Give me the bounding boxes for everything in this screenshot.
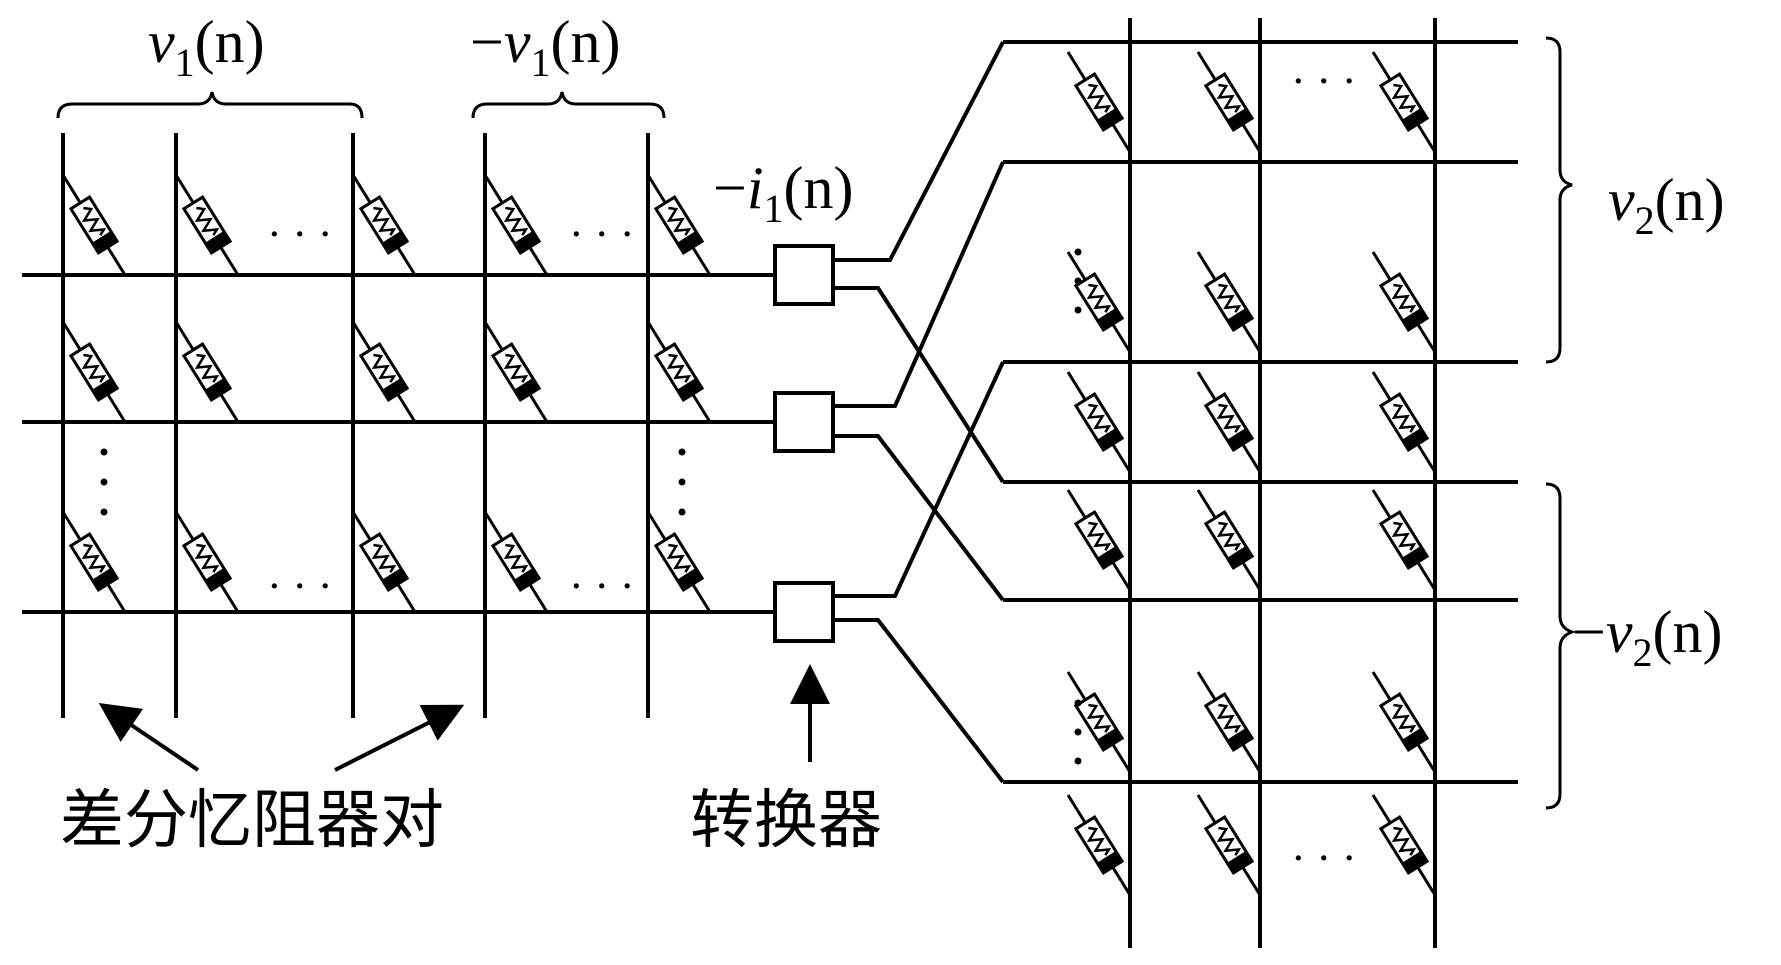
ellipsis-h-4: · · · bbox=[570, 564, 634, 610]
memristor-left-r2-c2 bbox=[174, 321, 240, 423]
converter-box-2 bbox=[773, 391, 835, 453]
brace-neg-v2 bbox=[1545, 482, 1577, 810]
memristor-pair-arrows bbox=[98, 703, 465, 772]
memristor-right-r5-c1 bbox=[1066, 671, 1132, 773]
converter-output-wires bbox=[833, 41, 1005, 784]
memristor-left-r2-c4 bbox=[483, 321, 549, 423]
ellipsis-h-6: · · · bbox=[1292, 836, 1356, 882]
memristor-right-r5-c2 bbox=[1196, 671, 1262, 773]
memristor-right-r4-c1 bbox=[1066, 489, 1132, 591]
right-memristor-array bbox=[1066, 51, 1437, 896]
memristor-right-r2-c2 bbox=[1196, 251, 1262, 353]
ellipsis-h-3: · · · bbox=[268, 564, 332, 610]
memristor-right-r3-c2 bbox=[1196, 371, 1262, 473]
right-column-wires bbox=[1128, 18, 1437, 948]
memristor-left-r2-c5 bbox=[646, 321, 712, 423]
memristor-right-r4-c2 bbox=[1196, 489, 1262, 591]
label-v1: v1(n) bbox=[148, 9, 265, 85]
memristor-left-r3-c3 bbox=[351, 511, 417, 613]
memristor-left-r1-c1 bbox=[61, 174, 127, 276]
memristor-right-r1-c1 bbox=[1066, 51, 1132, 153]
memristor-right-r2-c1 bbox=[1066, 251, 1132, 353]
converter-box-3 bbox=[773, 581, 835, 643]
converters bbox=[773, 244, 835, 643]
memristor-right-r3-c3 bbox=[1371, 371, 1437, 473]
label-neg-v1: −v1(n) bbox=[470, 9, 620, 85]
memristor-right-r6-c1 bbox=[1066, 794, 1132, 896]
left-vertical-dots bbox=[100, 448, 686, 516]
memristor-right-r1-c2 bbox=[1196, 51, 1262, 153]
memristor-right-r6-c2 bbox=[1196, 794, 1262, 896]
memristor-left-r3-c5 bbox=[646, 511, 712, 613]
memristor-left-r1-c2 bbox=[174, 174, 240, 276]
label-neg-v2: −v2(n) bbox=[1572, 599, 1722, 675]
memristor-right-r6-c3 bbox=[1371, 794, 1437, 896]
memristor-right-r1-c3 bbox=[1371, 51, 1437, 153]
left-memristor-array bbox=[61, 174, 712, 613]
memristor-left-r1-c4 bbox=[483, 174, 549, 276]
brace-v1 bbox=[56, 91, 364, 119]
brace-neg-v1 bbox=[471, 91, 666, 119]
converter-label: 转换器 bbox=[690, 784, 882, 858]
memristor-right-r2-c3 bbox=[1371, 251, 1437, 353]
ellipsis-h-2: · · · bbox=[570, 212, 634, 258]
left-row-wires bbox=[22, 273, 775, 614]
converter-box-1 bbox=[773, 244, 835, 306]
arrow-to-right-pair bbox=[334, 704, 465, 772]
right-ellipses: · · · · · · bbox=[1292, 59, 1356, 882]
memristor-pair-label: 差分忆阻器对 bbox=[60, 784, 444, 858]
memristor-right-r5-c3 bbox=[1371, 671, 1437, 773]
left-column-wires bbox=[61, 133, 650, 718]
label-v2: v2(n) bbox=[1608, 167, 1725, 243]
memristor-left-r2-c1 bbox=[61, 321, 127, 423]
left-ellipses: · · · · · · · · · · · · bbox=[268, 212, 634, 610]
memristor-right-r3-c1 bbox=[1066, 371, 1132, 473]
memristor-right-r4-c3 bbox=[1371, 489, 1437, 591]
ellipsis-h-1: · · · bbox=[268, 212, 332, 258]
right-vertical-dots bbox=[1074, 248, 1082, 765]
arrow-to-left-pair bbox=[98, 703, 200, 772]
memristor-left-r1-c3 bbox=[351, 174, 417, 276]
label-neg-i1: −i1(n) bbox=[713, 155, 853, 231]
memristor-left-r2-c3 bbox=[351, 321, 417, 423]
memristor-left-r3-c4 bbox=[483, 511, 549, 613]
memristor-left-r1-c5 bbox=[646, 174, 712, 276]
memristor-left-r3-c2 bbox=[174, 511, 240, 613]
memristor-left-r3-c1 bbox=[61, 511, 127, 613]
brace-v2 bbox=[1545, 36, 1573, 364]
ellipsis-h-5: · · · bbox=[1292, 59, 1356, 105]
